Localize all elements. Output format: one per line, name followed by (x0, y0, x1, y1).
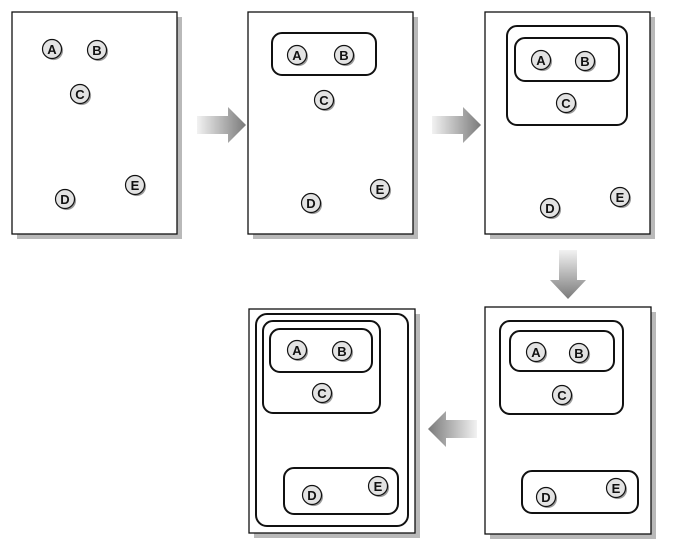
node-label: D (60, 192, 69, 207)
node-e: E (124, 174, 147, 197)
node-circle (609, 186, 631, 208)
node-c: C (313, 89, 336, 112)
node-b: B (574, 50, 597, 73)
node-b: B (86, 39, 109, 62)
node-circle (313, 89, 335, 111)
arrow-down (550, 250, 586, 299)
node-d: D (539, 197, 562, 220)
node-e: E (367, 475, 390, 498)
node-circle (530, 49, 552, 71)
node-d: D (300, 192, 323, 215)
node-circle (574, 50, 596, 72)
node-circle (539, 197, 561, 219)
node-circle (54, 188, 76, 210)
node-d: D (535, 486, 558, 509)
node-circle (286, 44, 308, 66)
node-label: E (374, 479, 383, 494)
node-a: A (530, 49, 553, 72)
node-label: C (557, 388, 567, 403)
node-circle (300, 192, 322, 214)
node-label: B (92, 43, 101, 58)
node-label: D (307, 488, 316, 503)
node-b: B (331, 340, 354, 363)
cluster-ab (269, 328, 373, 373)
cluster-de (283, 467, 399, 515)
node-label: D (545, 201, 554, 216)
cluster-abc (499, 320, 624, 415)
node-circle (525, 341, 547, 363)
node-circle (124, 174, 146, 196)
node-circle (86, 39, 108, 61)
node-c: C (551, 384, 574, 407)
node-circle (535, 486, 557, 508)
node-label: C (319, 93, 329, 108)
node-b: B (333, 44, 356, 67)
step-3-panel: A B C D E (484, 11, 655, 239)
step-5-panel: A B C D E (248, 308, 420, 538)
node-circle (568, 342, 590, 364)
node-circle (555, 92, 577, 114)
node-label: A (47, 42, 57, 57)
node-label: D (306, 196, 315, 211)
node-label: E (616, 190, 625, 205)
step-1-panel: A B C D E (11, 11, 182, 239)
node-label: E (612, 481, 621, 496)
node-circle (333, 44, 355, 66)
arrow-left (428, 411, 477, 447)
node-circle (367, 475, 389, 497)
node-circle (551, 384, 573, 406)
node-circle (41, 38, 63, 60)
node-a: A (525, 341, 548, 364)
node-label: A (292, 48, 302, 63)
node-label: D (541, 490, 550, 505)
node-a: A (286, 44, 309, 67)
node-b: B (568, 342, 591, 365)
node-e: E (605, 477, 628, 500)
step-2-panel: A B C D E (247, 11, 418, 239)
node-label: B (580, 54, 589, 69)
node-e: E (369, 178, 392, 201)
arrow-right-2 (432, 107, 481, 143)
node-c: C (69, 83, 92, 106)
node-a: A (286, 339, 309, 362)
node-circle (311, 382, 333, 404)
node-d: D (54, 188, 77, 211)
node-label: A (292, 343, 302, 358)
node-circle (301, 484, 323, 506)
node-c: C (311, 382, 334, 405)
cluster-abcde (255, 313, 409, 527)
node-d: D (301, 484, 324, 507)
node-label: C (317, 386, 327, 401)
node-label: B (339, 48, 348, 63)
cluster-abc (506, 25, 628, 126)
node-e: E (609, 186, 632, 209)
node-label: A (531, 345, 541, 360)
step-4-panel: A B C D E (484, 306, 656, 539)
node-circle (605, 477, 627, 499)
node-label: E (131, 178, 140, 193)
node-label: C (561, 96, 571, 111)
node-circle (331, 340, 353, 362)
cluster-ab (271, 32, 377, 76)
node-label: E (376, 182, 385, 197)
node-label: A (536, 53, 546, 68)
node-a: A (41, 38, 64, 61)
cluster-de (521, 470, 639, 514)
cluster-ab (514, 37, 620, 82)
node-circle (369, 178, 391, 200)
cluster-ab (509, 330, 615, 372)
node-label: B (337, 344, 346, 359)
cluster-abc (262, 320, 381, 414)
node-circle (286, 339, 308, 361)
node-circle (69, 83, 91, 105)
node-label: C (75, 87, 85, 102)
node-label: B (574, 346, 583, 361)
arrow-right-1 (197, 107, 246, 143)
node-c: C (555, 92, 578, 115)
